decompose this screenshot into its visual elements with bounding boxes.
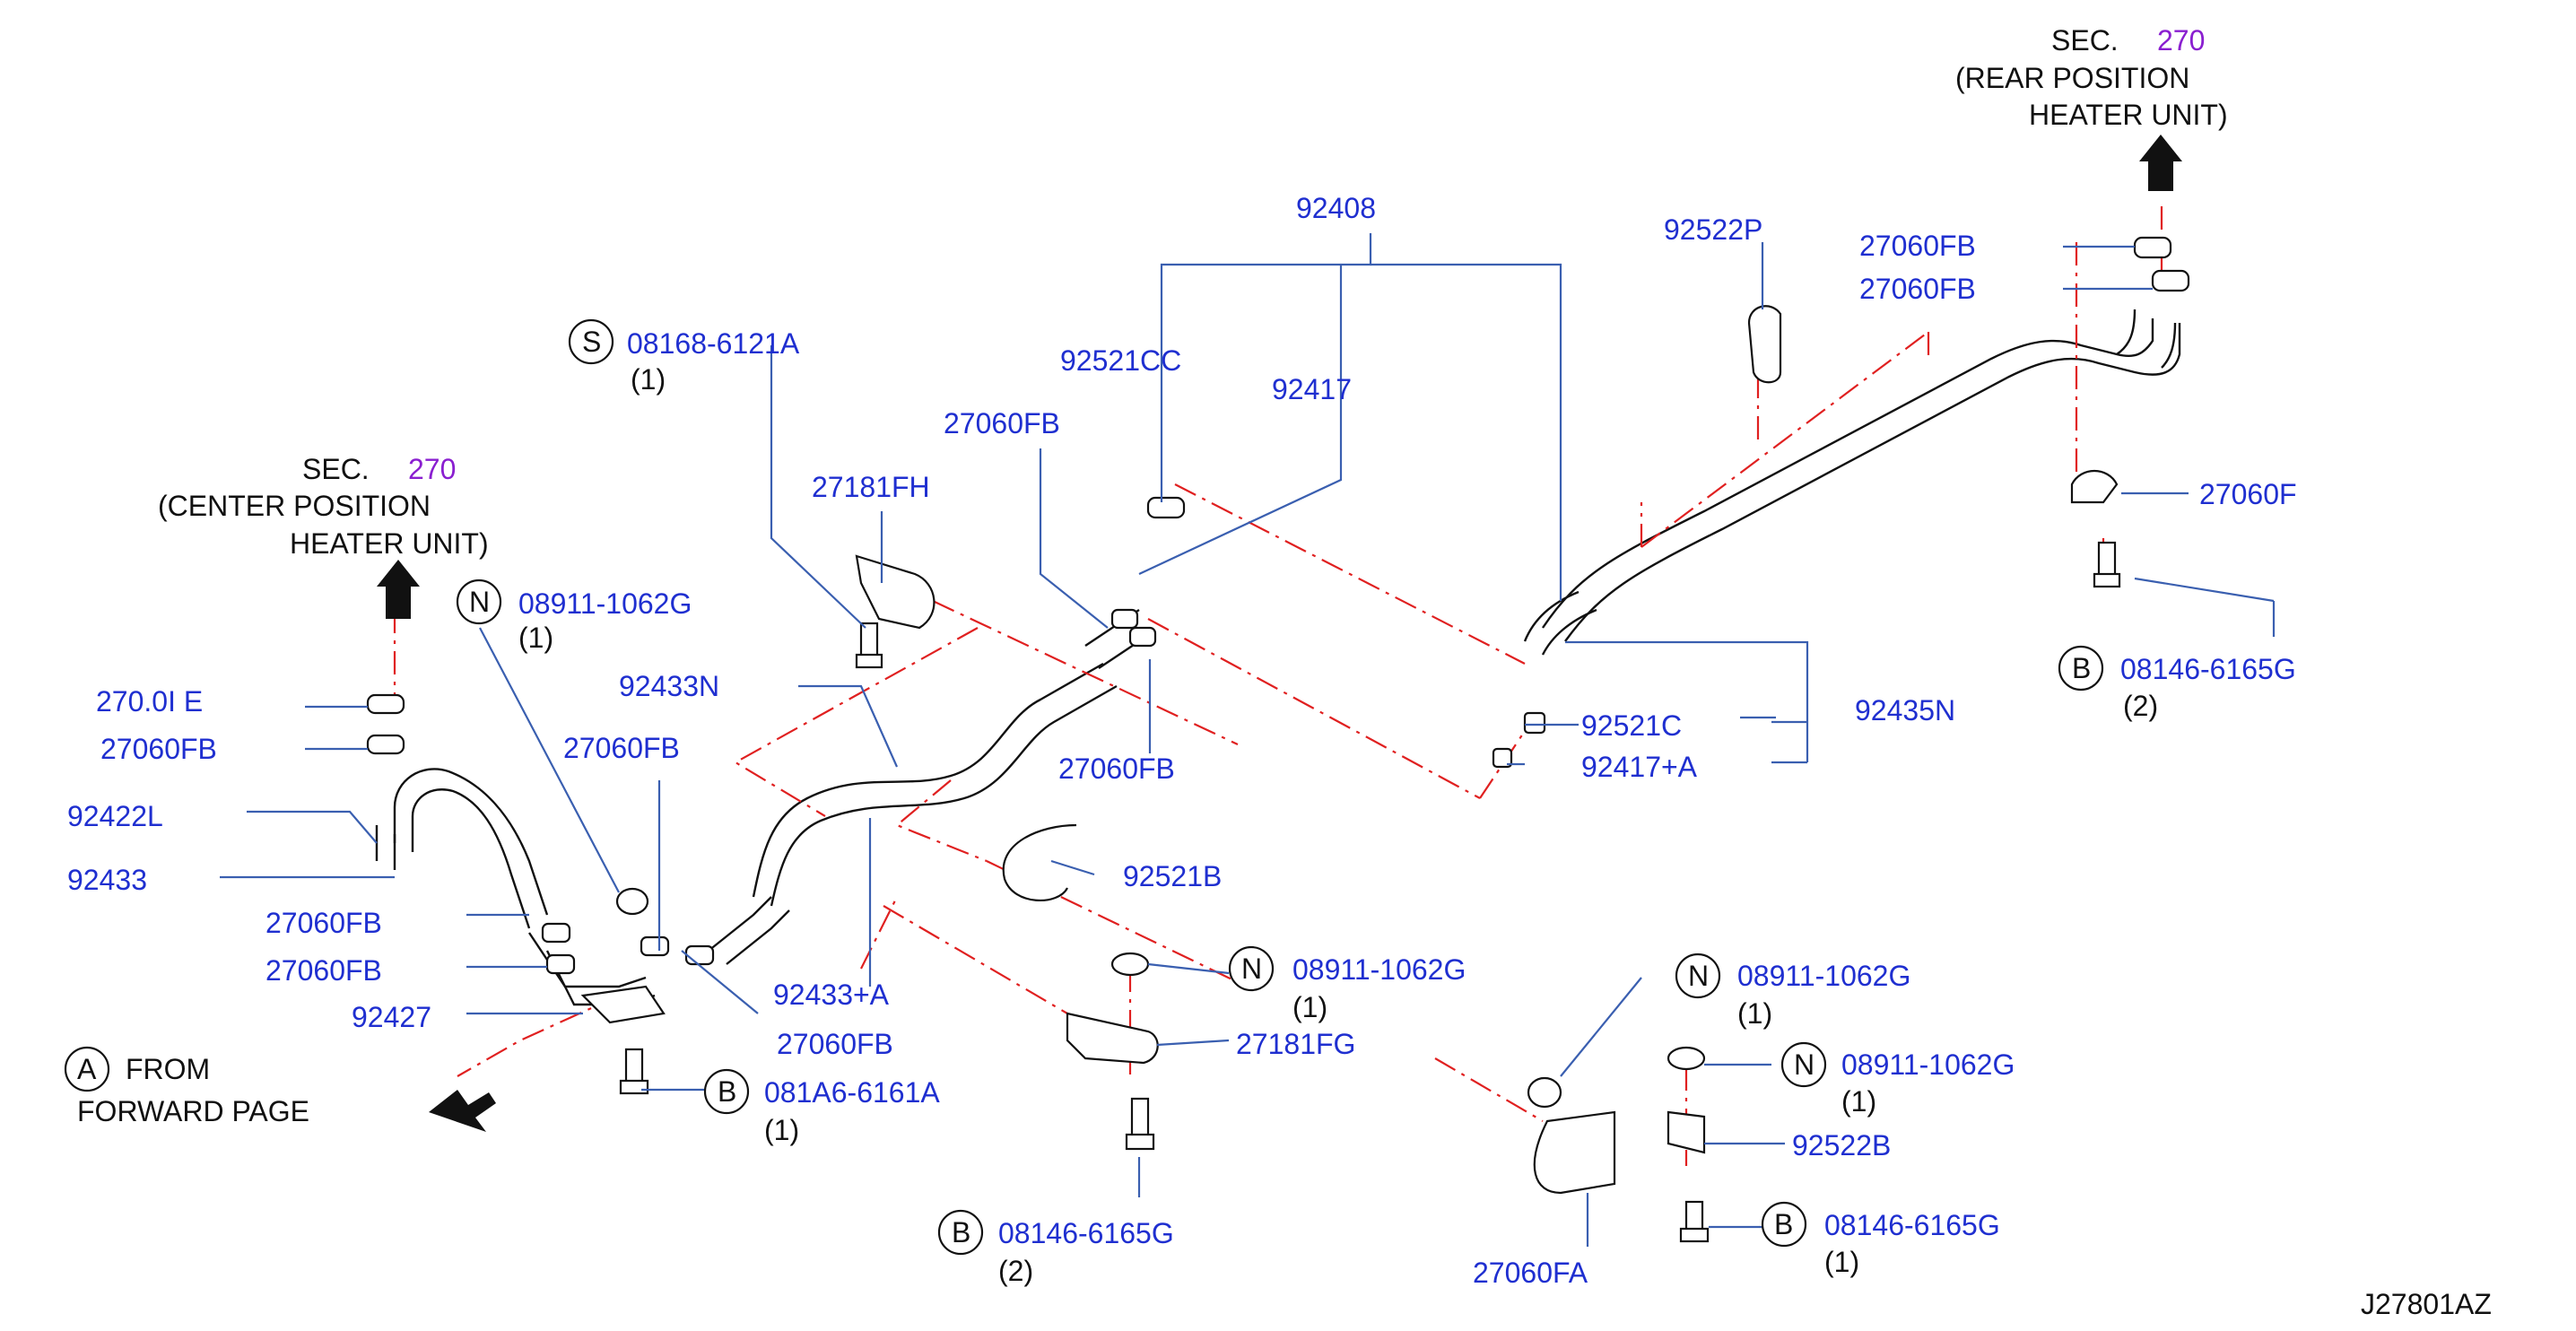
sec-center-line1: (CENTER POSITION	[158, 490, 431, 522]
diagram-id: J27801AZ	[2361, 1288, 2492, 1320]
callout-b-br-letter: B	[1774, 1208, 1793, 1240]
callout-n-br2-letter: N	[1794, 1048, 1815, 1081]
callout-n-br2-part[interactable]: 08911-1062G	[1841, 1048, 2015, 1081]
part-label-92433A[interactable]: 92433+A	[773, 979, 890, 1011]
from-page-line2[interactable]: FORWARD PAGE	[77, 1095, 309, 1127]
center-heater-pipe	[708, 609, 1153, 965]
callout-n-br1-letter: N	[1688, 960, 1709, 992]
part-label-92427[interactable]: 92427	[352, 1001, 431, 1033]
callout-b-right-letter: B	[2072, 652, 2091, 684]
part-label-27181FG[interactable]: 27181FG	[1236, 1028, 1355, 1060]
up-arrow-center-icon	[377, 560, 420, 619]
part-label-92521CC[interactable]: 92521CC	[1060, 344, 1181, 377]
callout-n-br1-qty: (1)	[1737, 997, 1772, 1030]
part-label-27060FB-l2[interactable]: 27060FB	[100, 733, 217, 765]
part-label-27060FB-c[interactable]: 27060FB	[563, 732, 680, 764]
from-page-line1[interactable]: FROM	[126, 1053, 210, 1085]
part-label-27060FA[interactable]: 27060FA	[1473, 1257, 1588, 1289]
part-label-27060FB-b2[interactable]: 27060FB	[265, 954, 382, 987]
part-label-92417[interactable]: 92417	[1272, 373, 1352, 405]
callout-n-mid-qty: (1)	[1292, 991, 1327, 1023]
sec-center-label: SEC.	[302, 453, 370, 485]
callout-n-br2-qty: (1)	[1841, 1085, 1876, 1118]
sec-center-number[interactable]: 270	[408, 453, 456, 485]
part-bolts	[619, 541, 2121, 1243]
part-label-27181FH[interactable]: 27181FH	[812, 471, 930, 503]
callout-s-part[interactable]: 08168-6121A	[627, 327, 800, 360]
from-page-letter: A	[77, 1053, 97, 1085]
callout-n-mid-part[interactable]: 08911-1062G	[1292, 953, 1466, 986]
callout-b-br-part[interactable]: 08146-6165G	[1824, 1209, 2000, 1241]
part-label-92408[interactable]: 92408	[1296, 192, 1376, 224]
left-heater-pipe	[375, 768, 656, 1006]
up-arrow-rear-icon	[2139, 135, 2182, 191]
part-clamps	[366, 236, 2190, 1195]
sec-rear-number[interactable]: 270	[2157, 24, 2205, 57]
part-label-27060FB-b1[interactable]: 27060FB	[265, 907, 382, 939]
sec-center-line2: HEATER UNIT)	[290, 527, 489, 560]
callout-b-right-part[interactable]: 08146-6165G	[2120, 653, 2296, 685]
callout-n-br1-part[interactable]: 08911-1062G	[1737, 960, 1910, 992]
main-heater-pipe	[1523, 309, 2181, 656]
callout-n-mid-letter: N	[1241, 953, 1262, 985]
callout-n-left-letter: N	[469, 586, 490, 618]
callout-b-bl-letter: B	[718, 1075, 736, 1108]
callout-b-mid-part[interactable]: 08146-6165G	[998, 1217, 1174, 1249]
callout-b-br-qty: (1)	[1824, 1246, 1859, 1278]
part-label-27060FB-r2[interactable]: 27060FB	[1859, 273, 1976, 305]
callout-b-mid-qty: (2)	[998, 1255, 1033, 1287]
part-label-27060FB-c2[interactable]: 27060FB	[1058, 752, 1175, 785]
callout-b-bl-part[interactable]: 081A6-6161A	[764, 1076, 940, 1109]
part-label-92435N[interactable]: 92435N	[1855, 694, 1955, 726]
part-label-92422L[interactable]: 92422L	[67, 800, 163, 832]
forward-page-arrow-icon	[429, 1090, 496, 1132]
part-label-92521B[interactable]: 92521B	[1123, 860, 1222, 892]
callout-b-mid-letter: B	[952, 1216, 970, 1248]
callout-n-left-qty: (1)	[518, 622, 553, 654]
part-label-27060FB-b3[interactable]: 27060FB	[777, 1028, 893, 1060]
part-label-92433N[interactable]: 92433N	[619, 670, 719, 702]
part-label-27060FB-l1[interactable]: 270.0I E	[96, 685, 203, 718]
part-label-27060F[interactable]: 27060F	[2199, 478, 2297, 510]
callout-n-left-part[interactable]: 08911-1062G	[518, 587, 692, 620]
part-label-27060FB-r1[interactable]: 27060FB	[1859, 230, 1976, 262]
part-nuts	[615, 887, 1706, 1109]
callout-circles	[64, 318, 2104, 1256]
part-label-92417A[interactable]: 92417+A	[1581, 751, 1698, 783]
callout-s-letter: S	[582, 326, 601, 358]
part-label-92522P[interactable]: 92522P	[1664, 213, 1762, 246]
leader-lines	[220, 233, 2276, 1247]
callout-b-bl-qty: (1)	[764, 1114, 799, 1146]
sec-rear-line2: HEATER UNIT)	[2029, 99, 2228, 131]
callout-s-qty: (1)	[631, 363, 666, 396]
sec-rear-line1: (REAR POSITION	[1955, 62, 2189, 94]
part-label-92433[interactable]: 92433	[67, 864, 147, 896]
part-label-27060FB-m[interactable]: 27060FB	[944, 407, 1060, 439]
part-label-92521C[interactable]: 92521C	[1581, 709, 1682, 742]
callout-b-right-qty: (2)	[2123, 690, 2158, 722]
part-label-92522B[interactable]: 92522B	[1792, 1129, 1891, 1161]
sec-rear-label: SEC.	[2051, 24, 2119, 57]
